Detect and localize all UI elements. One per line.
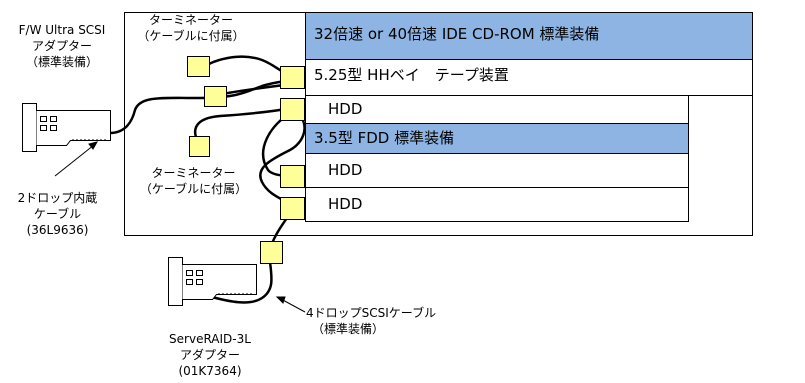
cable-2drop-title: 2ドロップ内蔵 [17,191,98,205]
bay-hdd-3 [305,187,689,222]
terminator-top-note: （ケーブルに付属） [137,29,245,43]
bay-tape [305,59,753,96]
bay-hdd-2 [305,153,689,188]
adapter-raid-name: ServeRAID-3L [169,332,251,346]
connector-tape [280,66,305,89]
terminator-mid-title: ターミネーター [151,166,236,180]
terminator-top [187,56,210,77]
adapter-card-fw [22,103,111,152]
adapter-raid-part: (01K7364) [178,364,242,378]
bay-fdd [305,123,689,154]
cable-2drop-part: (36L9636) [26,223,89,237]
adapter-fw-name: F/W Ultra SCSI [18,23,106,37]
adapter-raid-type: アダプター [179,348,240,362]
connector-4drop-mid [260,241,283,264]
cable-2drop-type: ケーブル [33,207,82,221]
bay-hdd-2-label: HDD [328,161,363,179]
bay-fdd-label: 3.5型 FDD 標準装備 [314,129,455,147]
connector-hdd-2 [280,165,305,188]
cable-4drop-note: （標準装備） [312,322,385,336]
connector-2drop-a [204,86,227,107]
adapter-fw-note: （標準装備） [25,55,98,69]
cable-4drop-title: 4ドロップSCSIケーブル [306,306,437,320]
adapter-fw-type: アダプター [31,39,92,53]
terminator-top-label: ターミネーター （ケーブルに付属） [126,12,256,44]
terminator-top-title: ターミネーター [148,13,233,27]
cable-2drop-label: 2ドロップ内蔵 ケーブル (36L9636) [0,190,115,238]
bay-hdd-1 [305,95,689,124]
connector-hdd-1 [280,98,305,121]
arrow-2drop [54,144,95,177]
adapter-raid-label: ServeRAID-3L アダプター (01K7364) [150,331,270,379]
bay-hdd-3-label: HDD [328,195,363,213]
bay-tape-label: 5.25型 HHベイ テープ装置 [314,66,509,84]
cable-4drop-label: 4ドロップSCSIケーブル （標準装備） [306,305,436,337]
adapter-card-raid [168,257,257,306]
adapter-fw-label: F/W Ultra SCSI アダプター （標準装備） [2,22,122,70]
arrow-4drop [280,298,306,313]
bay-hdd-1-label: HDD [328,100,363,118]
terminator-mid-label: ターミネーター （ケーブルに付属） [126,165,261,197]
terminator-mid-note: （ケーブルに付属） [139,182,248,196]
connector-hdd-3 [280,197,305,220]
terminator-mid [189,136,210,157]
bay-cdrom-label: 32倍速 or 40倍速 IDE CD-ROM 標準装備 [314,25,600,43]
